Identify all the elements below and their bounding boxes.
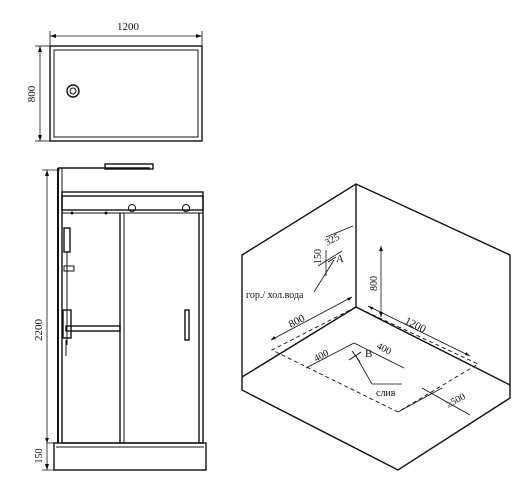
point-a-dim-horizontal <box>317 250 343 267</box>
front-view: 2200 150 <box>33 163 207 471</box>
dim-800-label: 800 <box>287 312 308 331</box>
depth-label: 800 <box>26 85 38 102</box>
dim-400-right-line <box>353 342 405 369</box>
room-outline <box>241 183 511 471</box>
tray-outline <box>49 45 203 142</box>
dim-800-height-label: 800 <box>369 276 380 291</box>
roller-left-icon <box>128 204 136 212</box>
drain-label: слив <box>376 388 396 399</box>
floor-left-edge <box>241 306 357 378</box>
cabin-body <box>61 195 204 444</box>
width-label: 1200 <box>117 21 140 33</box>
floor-right-edge <box>355 306 511 386</box>
base-label: 150 <box>34 449 45 464</box>
water-leader-line <box>313 259 335 293</box>
dim-500-guide <box>421 387 471 416</box>
door-handle[interactable] <box>184 309 190 341</box>
dim-1200-line <box>367 305 471 357</box>
water-label: гор./ хол.вода <box>246 290 304 301</box>
point-a-label: A <box>336 253 344 265</box>
drain-point-marker <box>348 350 362 363</box>
dim-500-line <box>397 387 443 413</box>
base-arrow <box>45 438 49 443</box>
hand-shower-icon <box>63 227 71 253</box>
dim-325-label: 325 <box>323 232 341 249</box>
mixer-panel <box>62 309 72 339</box>
dim-800-line <box>270 296 353 341</box>
point-b-label: B <box>365 348 372 360</box>
cabin-top-rail <box>61 191 204 211</box>
top-view: 1200 800 <box>26 21 203 142</box>
dim-500-label: ≥500 <box>444 391 467 410</box>
room-view: 325 150 A гор./ хол.вода 800 800 1200 40… <box>241 183 511 471</box>
rain-shower-head <box>104 163 154 170</box>
dim-150-label: 150 <box>313 249 324 264</box>
towel-bar <box>65 325 121 332</box>
dim-400-left-line <box>305 342 355 369</box>
point-a-marker <box>327 256 337 263</box>
drain-leader-line <box>355 355 402 385</box>
dim-400-left-label: 400 <box>312 348 330 365</box>
roller-right-icon <box>182 204 190 212</box>
height-label: 2200 <box>33 319 45 342</box>
drain-hole-icon <box>66 84 80 98</box>
tray-inner-outline <box>53 49 199 138</box>
drain-hole-inner <box>69 87 77 95</box>
dim-325-line <box>325 225 354 238</box>
shower-holder <box>63 265 75 272</box>
